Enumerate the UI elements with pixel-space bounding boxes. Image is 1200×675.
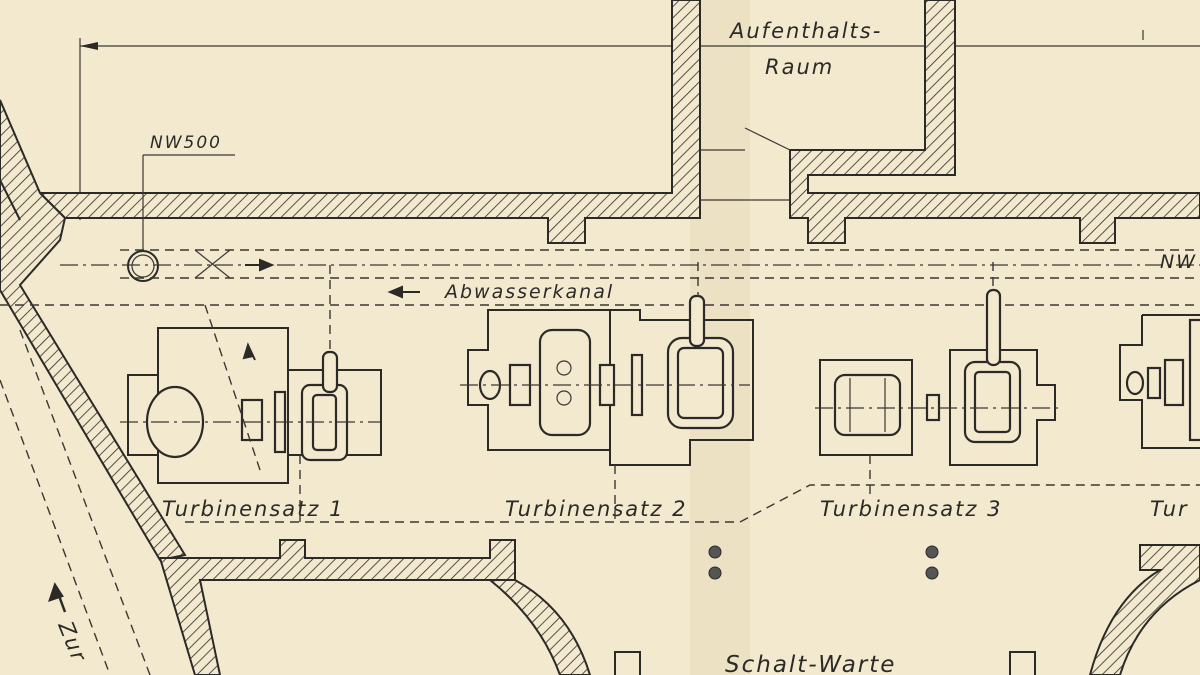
arc-wall-left [487, 579, 592, 675]
room-label-line1: Aufenthalts- [728, 19, 882, 43]
pipe-circle [127, 250, 159, 282]
turbine-set-3: Turbinensatz 3 [815, 262, 1060, 521]
left-diagonal-wall [0, 99, 187, 562]
control-room-label: Schalt-Warte [725, 652, 896, 675]
pipe-label-nw500: NW500 [150, 133, 222, 153]
turbine-label-1: Turbinensatz 1 [162, 497, 344, 521]
turbine-label-2: Turbinensatz 2 [505, 497, 687, 521]
access-label: Zur [53, 617, 91, 666]
pipe-label-nw-right: NW [1160, 251, 1197, 273]
turbine-label-4: Tur [1150, 497, 1189, 521]
room-label-line2: Raum [765, 55, 834, 79]
cable-route [185, 484, 1200, 523]
turbine-set-4: Tur [1119, 314, 1200, 521]
bottom-wall-left [158, 539, 516, 675]
column-markers [708, 545, 939, 580]
turbine-set-2: Turbinensatz 2 [460, 262, 754, 521]
channel-label: Abwasserkanal [443, 281, 614, 303]
turbine-label-3: Turbinensatz 3 [820, 497, 1002, 521]
turbine-set-1: Turbinensatz 1 [120, 265, 382, 521]
top-wall-left [37, 0, 701, 244]
bottom-wall-right [1088, 544, 1200, 675]
pipes: NW500 NW Abwasserkanal [0, 133, 1200, 306]
room-right-wall [789, 0, 1200, 244]
dimension-line [79, 30, 1200, 220]
